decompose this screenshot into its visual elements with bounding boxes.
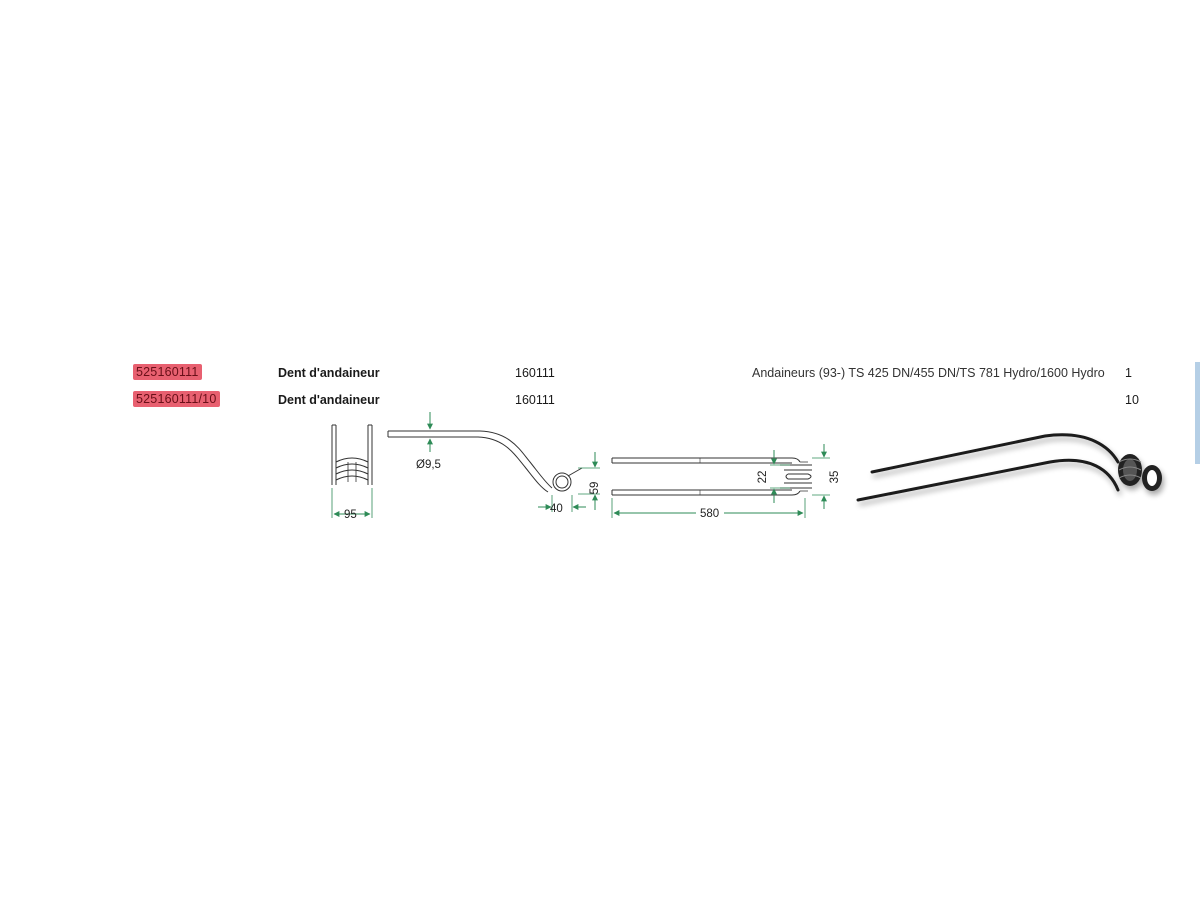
- diameter-label: Ø9,5: [416, 459, 441, 471]
- length-dimension: [611, 498, 806, 518]
- outer-width-label: 35: [829, 471, 841, 484]
- product-row: 525160111 Dent d'andaineur 160111 Andain…: [0, 362, 1200, 384]
- length-label: 580: [700, 508, 719, 520]
- coil-height-label: 59: [589, 482, 601, 495]
- application: Andaineurs (93-) TS 425 DN/455 DN/TS 781…: [752, 366, 1105, 380]
- product-row: 525160111/10 Dent d'andaineur 160111 10: [0, 389, 1200, 411]
- reference-number[interactable]: 525160111/10: [133, 391, 220, 407]
- width-dimension: [331, 488, 373, 518]
- width-label: 95: [344, 509, 357, 521]
- product-name: Dent d'andaineur: [278, 366, 380, 380]
- inner-gap-label: 22: [757, 471, 769, 484]
- top-view-drawing: [611, 457, 812, 496]
- outer-width-dimension: [812, 444, 830, 509]
- coil-height-dimension: [578, 452, 600, 510]
- reference-number[interactable]: 525160111: [133, 364, 202, 380]
- tine-photo: [856, 433, 1162, 502]
- quantity: 1: [1125, 366, 1132, 380]
- oem-number: 160111: [515, 393, 555, 407]
- front-view-drawing: [331, 424, 373, 485]
- side-tab[interactable]: [1195, 362, 1200, 464]
- side-view-drawing: [387, 430, 583, 493]
- product-name: Dent d'andaineur: [278, 393, 380, 407]
- oem-number: 160111: [515, 366, 555, 380]
- coil-width-dimension: [538, 495, 586, 512]
- inner-gap-dimension: [770, 450, 790, 503]
- quantity: 10: [1125, 393, 1139, 407]
- coil-width-label: 40: [550, 503, 563, 515]
